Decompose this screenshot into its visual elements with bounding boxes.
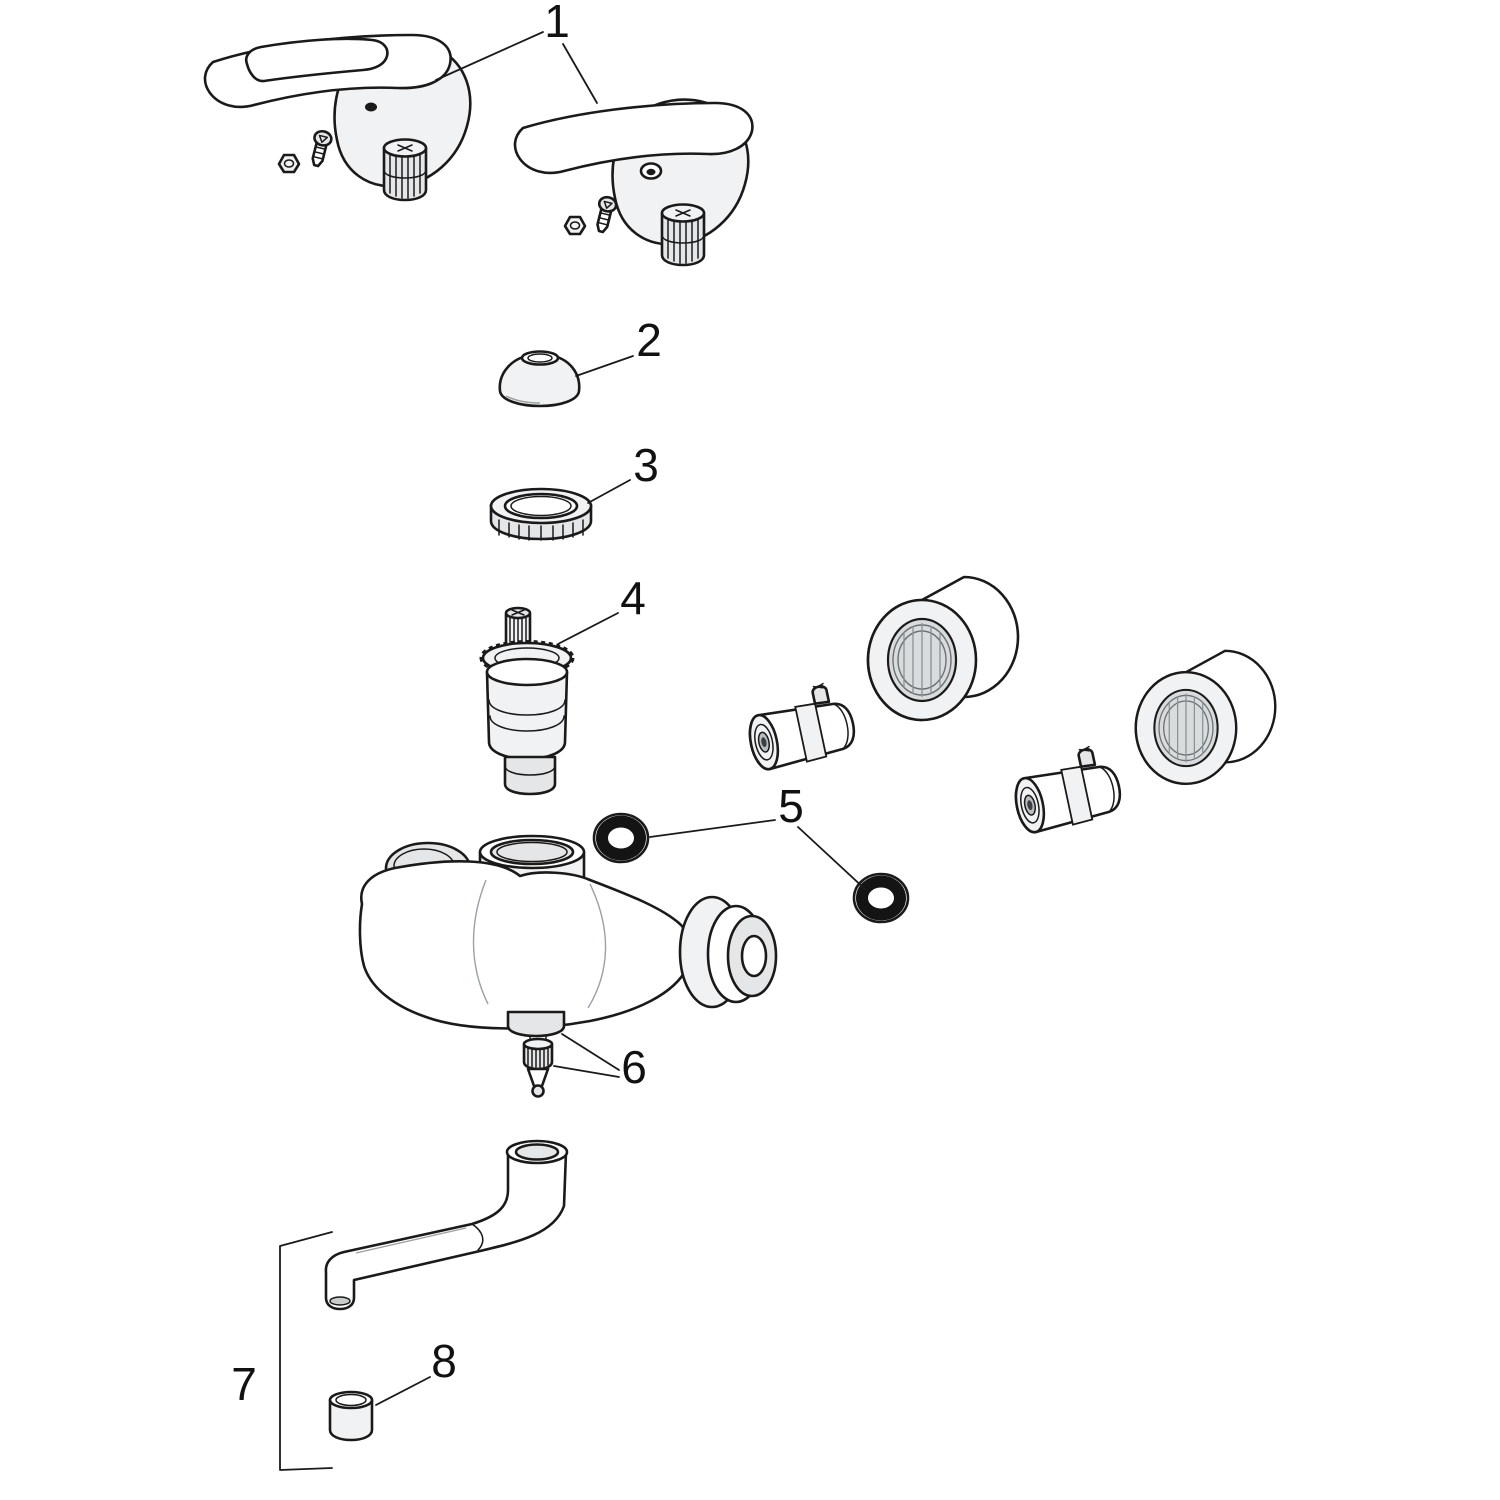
- part-7-spout: [324, 1139, 569, 1311]
- part-1-handle-left: [203, 33, 472, 202]
- part-1-handle-right: [513, 98, 754, 267]
- callout-3: 3: [633, 439, 659, 491]
- escutcheon-ring-2: [1134, 649, 1277, 786]
- callout-5: 5: [778, 780, 804, 832]
- callout-2: 2: [636, 314, 662, 366]
- handle-adapter-right: [660, 203, 706, 267]
- part-8-aerator: [328, 1390, 374, 1442]
- part-3-locking-ring: [489, 487, 593, 541]
- part-2-dome-cap: [498, 350, 581, 408]
- callout-6: 6: [621, 1041, 647, 1093]
- part-5-seal-2: [852, 872, 910, 924]
- handle-screw-hole: [365, 102, 377, 112]
- eccentric-union-1: [740, 677, 861, 774]
- spout-outlet: [329, 1296, 351, 1306]
- part-5-seal-1: [592, 812, 650, 864]
- seal-ring: [856, 875, 906, 921]
- handle-screw-left: [311, 129, 333, 168]
- callout-4: 4: [620, 572, 646, 624]
- handle-screw-right: [596, 195, 618, 234]
- handle-nut-left: [277, 153, 301, 174]
- leader-lines: [279, 31, 867, 1471]
- handle-adapter-left: [382, 138, 428, 202]
- part-6-check-valve: [522, 1035, 554, 1098]
- seal-ring: [596, 815, 646, 861]
- part-4-cartridge: [479, 606, 575, 796]
- callout-8: 8: [431, 1335, 457, 1387]
- handle-nut-right: [563, 215, 587, 236]
- escutcheon-ring-1: [866, 575, 1020, 722]
- bracket-part-7: [279, 1231, 333, 1471]
- faucet-body: [358, 834, 778, 1038]
- callout-1: 1: [544, 0, 570, 47]
- eccentric-union-2: [1006, 740, 1127, 837]
- callout-7: 7: [231, 1358, 257, 1410]
